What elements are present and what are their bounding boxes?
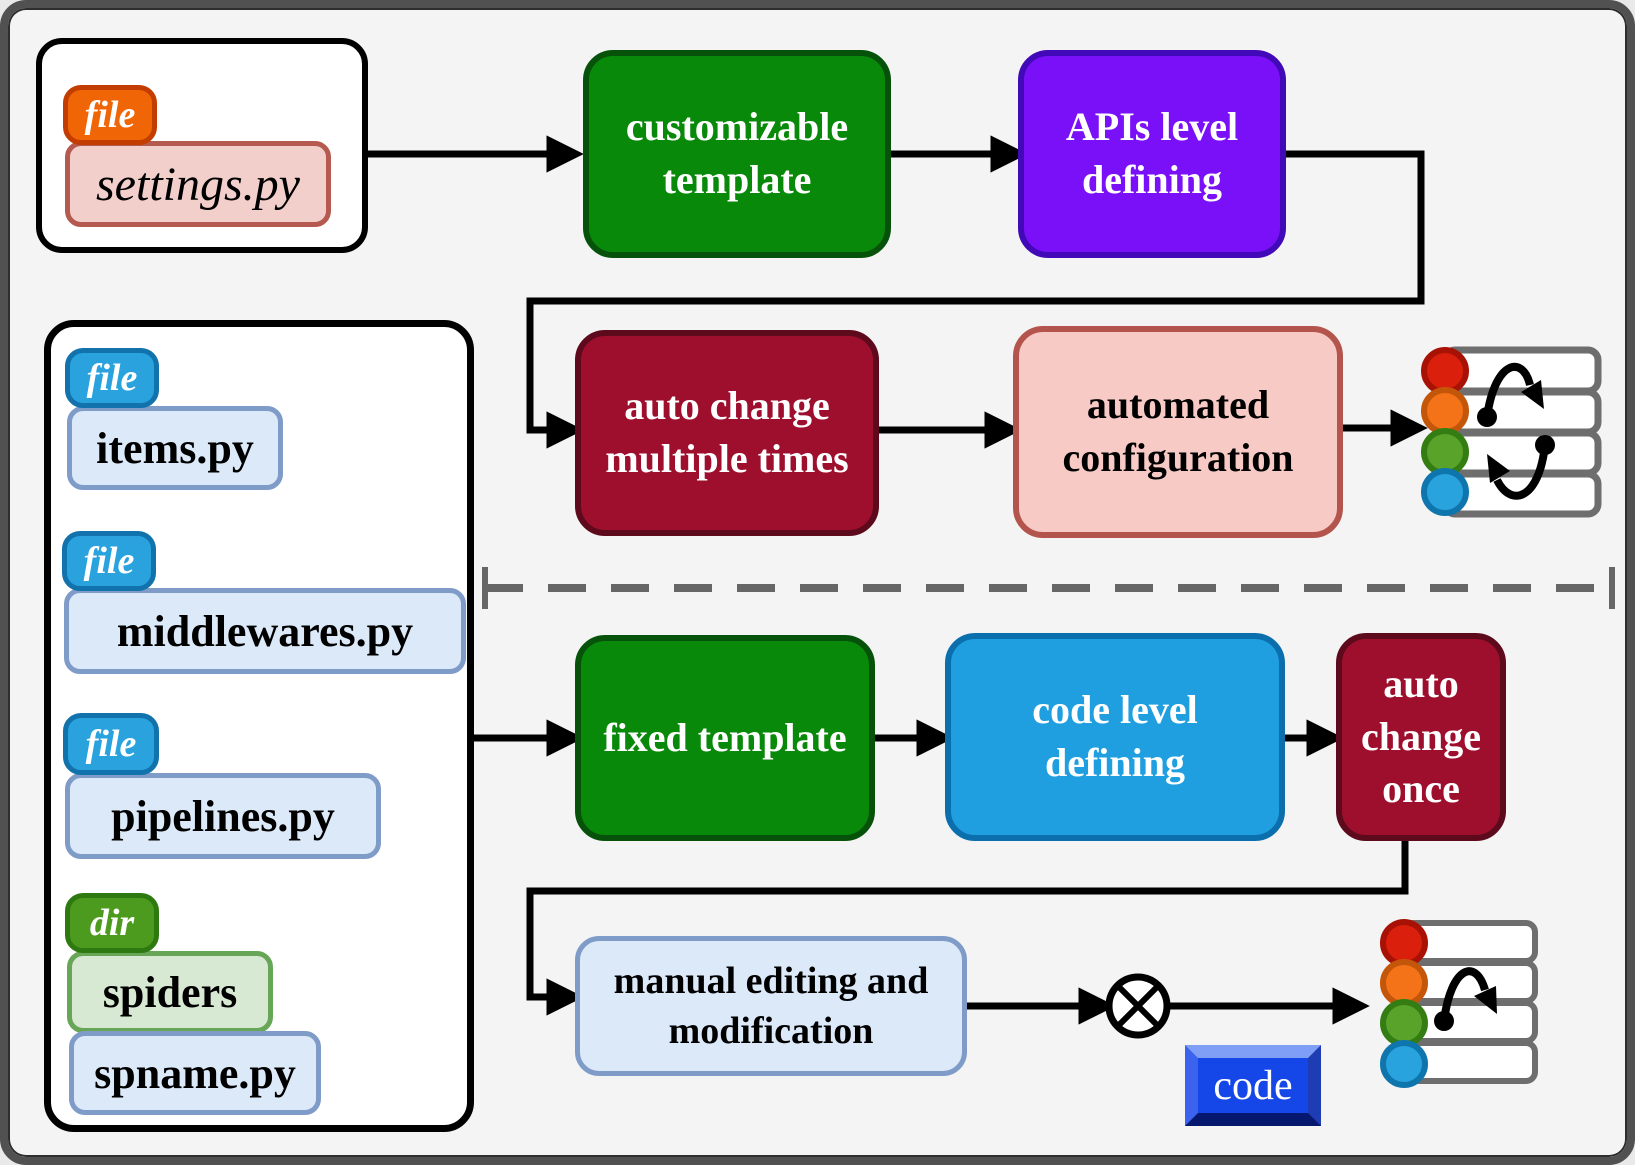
node-auto-change-once: auto change once bbox=[1336, 633, 1506, 841]
file-label-middlewares: middlewares.py bbox=[64, 588, 466, 674]
circled-times-icon bbox=[1105, 973, 1171, 1039]
blue-dot-icon bbox=[1421, 468, 1469, 516]
section-divider bbox=[482, 567, 1615, 609]
blue-dot-icon bbox=[1380, 1040, 1428, 1088]
arrow-autochange-to-autoconfig bbox=[879, 411, 1022, 449]
arrow-manual-to-otimes bbox=[967, 987, 1116, 1025]
arrow-fixed-to-codelevel bbox=[875, 719, 954, 757]
settings-file-label: settings.py bbox=[65, 141, 331, 227]
arrow-customizable-to-apis bbox=[891, 135, 1028, 173]
code-button: code bbox=[1185, 1045, 1321, 1126]
file-badge: file bbox=[62, 531, 156, 591]
file-badge: file bbox=[63, 713, 159, 775]
red-dot-icon bbox=[1380, 919, 1428, 967]
node-code-level-defining: code level defining bbox=[945, 633, 1285, 841]
arrow-autochangeonce-to-manual bbox=[526, 841, 1409, 1016]
arrow-panel-to-fixed bbox=[472, 719, 584, 757]
node-automated-configuration: automated configuration bbox=[1013, 326, 1343, 538]
arrow-settings-to-customizable bbox=[368, 135, 584, 173]
arrow-autoconfig-to-result bbox=[1343, 409, 1428, 447]
node-customizable-template: customizable template bbox=[583, 50, 891, 258]
rows-swap-icon bbox=[1421, 346, 1602, 518]
green-dot-icon bbox=[1421, 428, 1469, 476]
arrow-codelevel-to-autochangeonce bbox=[1285, 719, 1344, 757]
rows-move-once-icon bbox=[1380, 919, 1538, 1088]
file-badge: file bbox=[63, 85, 157, 145]
arrow-otimes-to-result bbox=[1168, 987, 1370, 1025]
node-apis-level-defining: APIs level defining bbox=[1018, 50, 1286, 258]
green-dot-icon bbox=[1380, 999, 1428, 1047]
orange-dot-icon bbox=[1421, 387, 1469, 435]
orange-dot-icon bbox=[1380, 959, 1428, 1007]
dir-label-spiders: spiders bbox=[67, 951, 273, 1033]
arrow-apis-to-autochange bbox=[526, 150, 1425, 449]
file-badge: file bbox=[65, 348, 159, 408]
file-label-pipelines: pipelines.py bbox=[65, 773, 381, 859]
dir-badge: dir bbox=[65, 893, 159, 953]
node-fixed-template: fixed template bbox=[575, 635, 875, 841]
file-label-items: items.py bbox=[67, 406, 283, 490]
red-dot-icon bbox=[1421, 347, 1469, 395]
file-label-spname: spname.py bbox=[69, 1031, 321, 1115]
node-auto-change-multiple-times: auto change multiple times bbox=[575, 330, 879, 536]
node-manual-editing: manual editing and modification bbox=[575, 936, 967, 1076]
connector-layer bbox=[368, 135, 1615, 1088]
